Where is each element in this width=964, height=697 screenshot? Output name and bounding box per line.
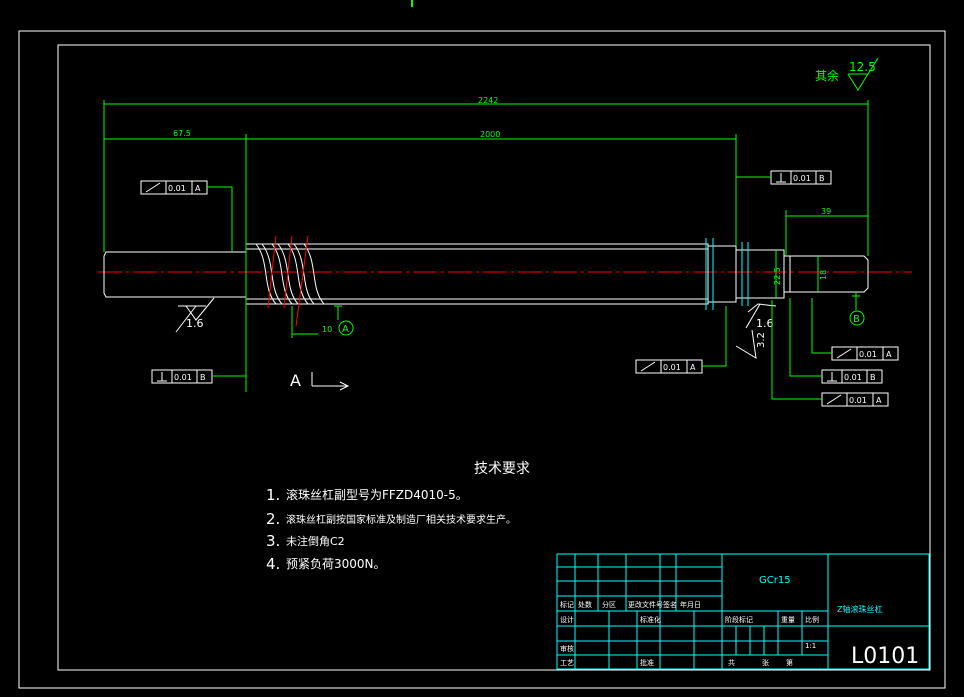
tolerance-frame-5: 0.01 A [811,298,899,361]
tolerance-frame-3: 0.01 B [151,369,246,384]
svg-text:0.01: 0.01 [174,373,192,382]
svg-text:B: B [200,373,206,382]
roughness-3-2-value: 3.2 [756,332,767,348]
roughness-right-value: 1.6 [756,317,774,330]
tb-label-sheet-no: 第 [786,658,793,667]
tech-requirements-title: 技术要求 [474,461,530,477]
tech-item-1-text: 滚珠丝杠副型号为FFZD4010-5。 [286,487,468,502]
title-block: GCr15 Z轴滚珠丝杠 L0101 标记 处数 分区 更改文件号 签名 年月日… [556,553,930,670]
tb-label-standardize: 标准化 [640,615,661,624]
datum-b-symbol [849,292,865,326]
dimension-lines [103,100,869,392]
tb-label-design: 设计 [560,615,574,624]
runout-icon [836,348,852,359]
roughness-left [175,297,215,333]
svg-text:0.01: 0.01 [859,350,877,359]
dim-thread-length: 2000 [480,130,500,139]
tolerance-frame-2: 0.01 B [736,170,832,185]
tb-label-scale: 比例 [805,615,819,624]
tb-scale-value: 1:1 [805,642,816,650]
tb-label-sign: 签名 [663,600,677,609]
shaft [103,243,869,305]
section-a-label: A [290,371,301,390]
svg-text:0.01: 0.01 [793,174,811,183]
tb-label-weight: 重量 [781,616,795,624]
tb-label-stage-mark: 阶段标记 [725,615,753,624]
tolerance-frame-1: 0.01 A [140,180,233,252]
svg-text:A: A [876,396,882,405]
right-collar [707,245,737,303]
svg-text:A: A [690,363,696,372]
dim-overall-length: 2242 [478,96,498,105]
thread-helix [255,243,325,305]
roughness-left-value: 1.6 [186,317,204,330]
tb-label-review: 审核 [560,644,574,653]
tech-item-4-num: 4. [266,555,280,573]
svg-text:B: B [870,373,876,382]
tb-label-mark: 标记 [560,600,574,609]
tolerance-frames: 0.01 A 0.01 B 0.01 B [140,170,899,407]
datum-a-symbol [334,305,354,336]
surface-finish-note: 其余 12.5 [815,57,879,91]
runout-icon [640,361,656,372]
roughness-right [735,303,777,359]
dim-left-journal: 67.5 [173,129,191,138]
tech-item-3-num: 3. [266,532,280,550]
tb-label-count: 处数 [578,600,592,609]
inner-border [57,44,931,671]
datum-b-label: B [853,314,860,325]
datum-a-label: A [342,324,349,335]
outer-border [18,30,946,689]
tb-label-zone: 分区 [602,600,616,609]
runout-icon [826,394,842,405]
tb-label-change-doc: 更改文件号 [628,600,663,609]
svg-text:0.01: 0.01 [849,396,867,405]
thread-body [245,243,709,305]
dim-right-dia-2: 18 [819,270,828,280]
thread-section-lines [267,235,309,327]
tb-label-approve: 批准 [640,658,654,667]
tolerance-frame-4: 0.01 A [635,306,727,374]
svg-text:A: A [886,350,892,359]
tech-item-4-text: 预紧负荷3000N。 [286,557,386,571]
svg-text:A: A [195,184,201,193]
section-a-marker [311,372,350,391]
tb-label-date: 年月日 [680,600,701,609]
svg-text:0.01: 0.01 [844,373,862,382]
tolerance-frame-6: 0.01 B [789,298,883,384]
tech-requirements: 技术要求 1. 滚珠丝杠副型号为FFZD4010-5。 2. 滚珠丝杠副按国家标… [266,461,530,573]
tolerance-frame-7: 0.01 A [771,300,889,407]
svg-text:0.01: 0.01 [663,363,681,372]
dim-right-journal-length: 39 [821,207,831,216]
surface-finish-label: 其余 [815,68,839,83]
right-journal [783,255,869,293]
ring-grooves [705,238,749,310]
tech-item-1-num: 1. [266,486,280,504]
tb-label-sheet-total: 共 [728,658,735,667]
tb-label-process: 工艺 [560,659,574,667]
svg-text:B: B [819,174,825,183]
tech-item-2-text: 滚珠丝杠副按国家标准及制造厂相关技术要求生产。 [286,513,516,526]
svg-text:0.01: 0.01 [168,184,186,193]
tb-label-sheet: 张 [762,658,769,667]
runout-icon [145,182,161,193]
material: GCr15 [759,575,791,586]
drawing-number: L0101 [851,644,919,669]
surface-finish-symbol [847,57,879,91]
left-journal [103,251,247,298]
surface-finish-value: 12.5 [849,60,876,74]
dim-right-dia-1: 22.5 [773,267,782,285]
tech-item-2-num: 2. [266,510,280,528]
dim-pitch: 10 [322,325,332,334]
part-name: Z轴滚珠丝杠 [837,604,882,614]
tech-item-3-text: 未注倒角C2 [286,534,345,548]
